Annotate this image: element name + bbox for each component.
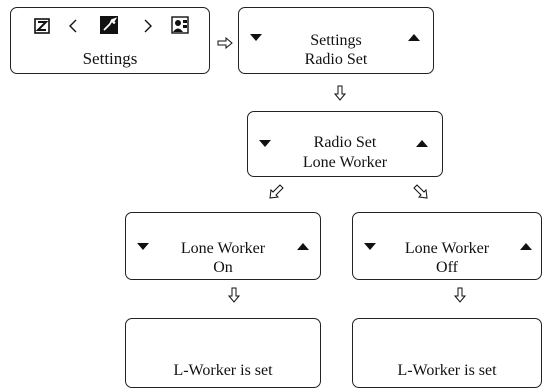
menu-line-1: Settings xyxy=(310,32,362,49)
menu-line-1: Lone Worker xyxy=(180,240,266,257)
home-screen: Settings xyxy=(10,7,210,74)
wrench-icon xyxy=(100,16,118,34)
scroll-up-icon xyxy=(416,140,428,147)
scroll-down-icon xyxy=(137,243,149,250)
menu-line-1: Radio Set xyxy=(313,134,377,151)
arrow-down-left-icon xyxy=(269,184,284,199)
scroll-down-icon xyxy=(364,243,376,250)
scroll-up-icon xyxy=(520,243,532,250)
contact-icon xyxy=(171,16,189,34)
menu-line-2: Radio Set xyxy=(304,51,368,68)
menu-line-2: On xyxy=(213,259,233,276)
scroll-up-icon xyxy=(297,243,309,250)
confirm-message: L-Worker is set xyxy=(397,362,497,379)
menu-line-2: Lone Worker xyxy=(302,154,388,171)
scroll-up-icon xyxy=(408,34,420,41)
scroll-down-icon xyxy=(259,140,271,147)
settings-menu-screen: Settings Radio Set xyxy=(238,7,434,74)
radio-set-menu-screen: Radio Set Lone Worker xyxy=(247,111,443,177)
arrow-down-icon xyxy=(454,287,466,303)
confirm-right-screen: L-Worker is set xyxy=(352,318,542,388)
confirm-left-screen: L-Worker is set xyxy=(125,318,321,388)
arrow-down-icon xyxy=(228,287,240,303)
chevron-left-icon xyxy=(69,19,77,33)
home-title: Settings xyxy=(82,49,138,68)
lone-worker-on-screen: Lone Worker On xyxy=(125,212,321,280)
arrow-down-icon xyxy=(334,85,346,101)
menu-line-1: Lone Worker xyxy=(404,240,490,257)
arrow-down-right-icon xyxy=(413,184,428,199)
lone-worker-off-screen: Lone Worker Off xyxy=(352,212,542,280)
arrow-right-icon xyxy=(217,37,233,49)
scroll-down-icon xyxy=(250,34,262,41)
confirm-message: L-Worker is set xyxy=(173,362,273,379)
chevron-right-icon xyxy=(144,19,152,33)
menu-line-2: Off xyxy=(436,259,458,276)
z-box-icon xyxy=(34,18,50,34)
